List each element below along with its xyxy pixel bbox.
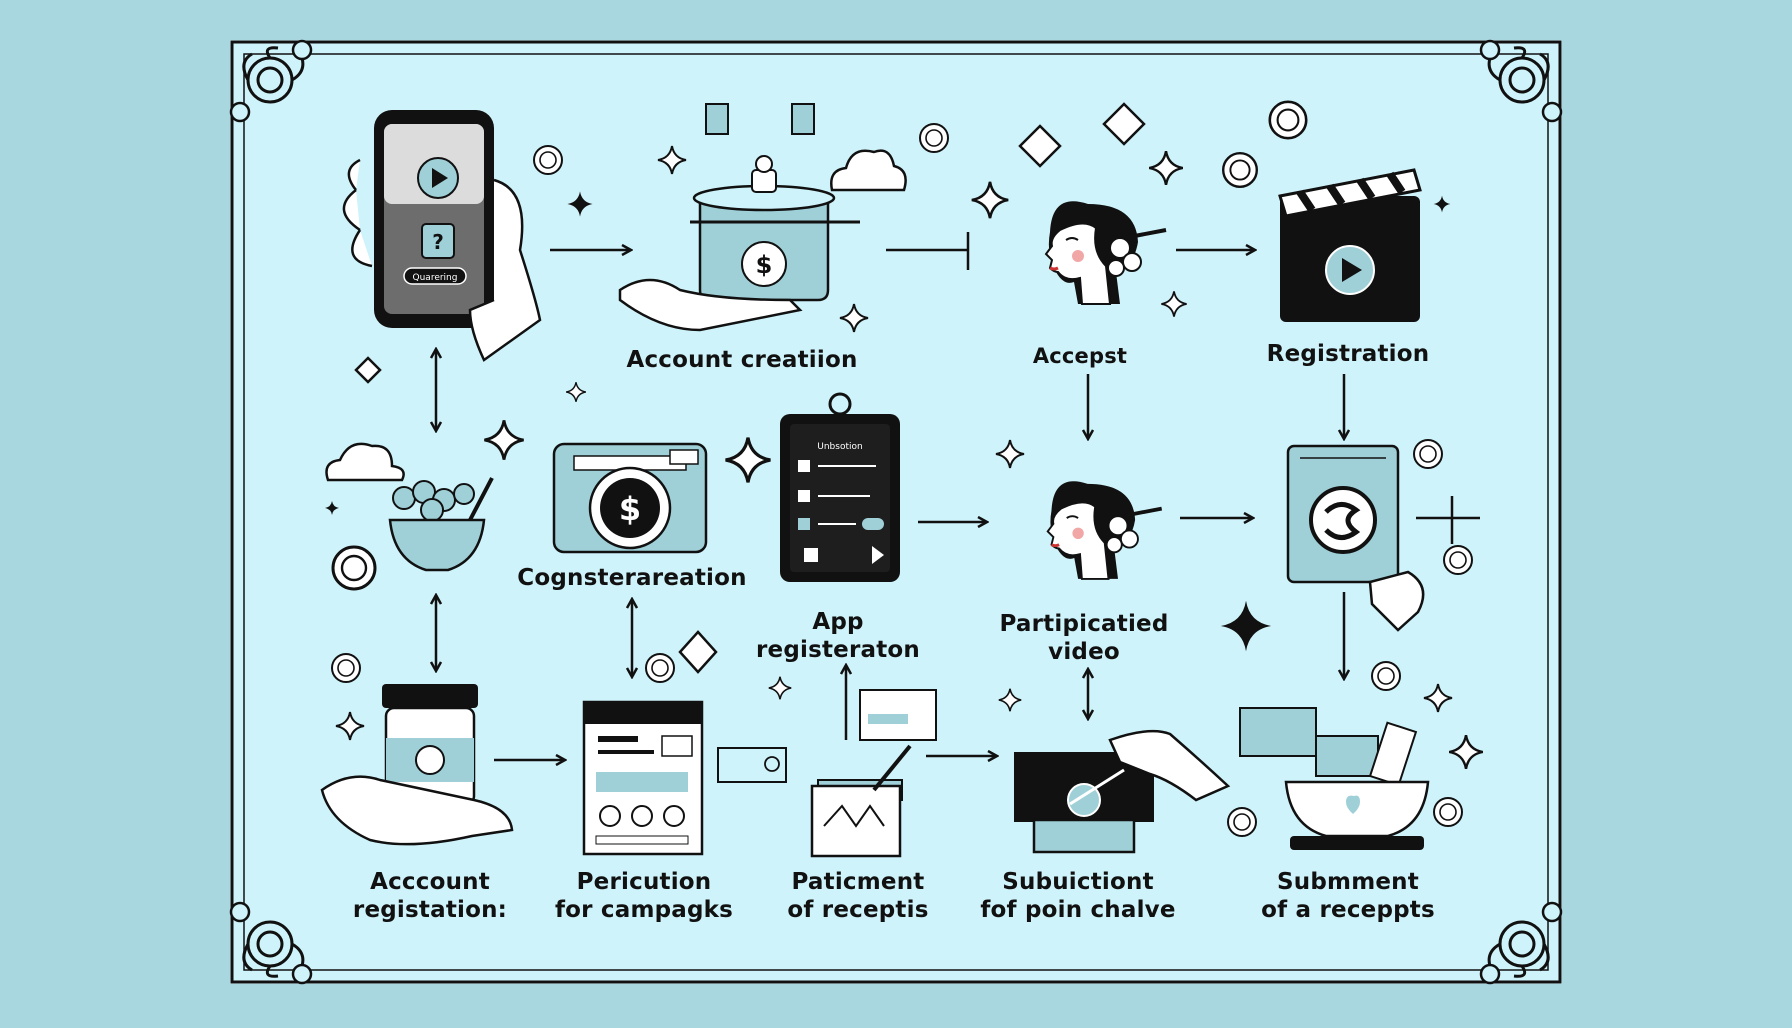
tablet-checklist-icon: Unbsotion xyxy=(780,392,900,582)
phone-question-text: ? xyxy=(432,230,444,254)
jar-in-hand-icon xyxy=(320,684,514,846)
label-account-creation: Account creatiion xyxy=(626,347,858,373)
phone-in-hand-icon: ? Quarering xyxy=(342,110,542,362)
label-paticment: Paticment of receptis xyxy=(787,869,929,923)
pot-dollar-text: $ xyxy=(756,251,773,279)
cloud-icon xyxy=(830,149,907,192)
label-account-registation: Acccount registation: xyxy=(352,869,508,923)
bowl-icon xyxy=(388,477,494,572)
tablet-header-text: Unbsotion xyxy=(817,442,862,452)
card-reader-icon xyxy=(1014,729,1231,854)
card-in-hand-icon xyxy=(1286,444,1425,632)
document-board-icon xyxy=(582,700,704,856)
label-accept: Accepst xyxy=(1032,344,1128,368)
pot-with-receipts-icon xyxy=(1239,707,1430,850)
label-subuictiont: Subuictiont fof poin chalve xyxy=(980,869,1176,923)
camera-icon: $ xyxy=(552,442,708,554)
phone-button-text: Quarering xyxy=(413,273,458,283)
outer-frame xyxy=(230,40,1562,984)
label-submment: Submment of a receppts xyxy=(1261,869,1435,923)
flow-arrows xyxy=(436,232,1480,760)
label-app-registration: App registeraton xyxy=(755,609,921,663)
label-cognsterareation: Cognsterareation xyxy=(517,565,747,591)
ticket-icon xyxy=(717,747,787,783)
inner-frame xyxy=(243,53,1549,971)
cloud-small-icon xyxy=(325,442,405,482)
label-pericution: Pericution for campagks xyxy=(554,869,734,923)
camera-dollar-text: $ xyxy=(619,490,641,528)
label-participated-video: Partipicatied video xyxy=(999,611,1169,665)
clapperboard-icon xyxy=(1278,168,1422,322)
money-pot-icon: $ xyxy=(618,103,860,332)
bag-with-cash-icon xyxy=(810,689,937,858)
diamond-decorations xyxy=(354,102,1146,674)
label-registration: Registration xyxy=(1266,341,1430,367)
